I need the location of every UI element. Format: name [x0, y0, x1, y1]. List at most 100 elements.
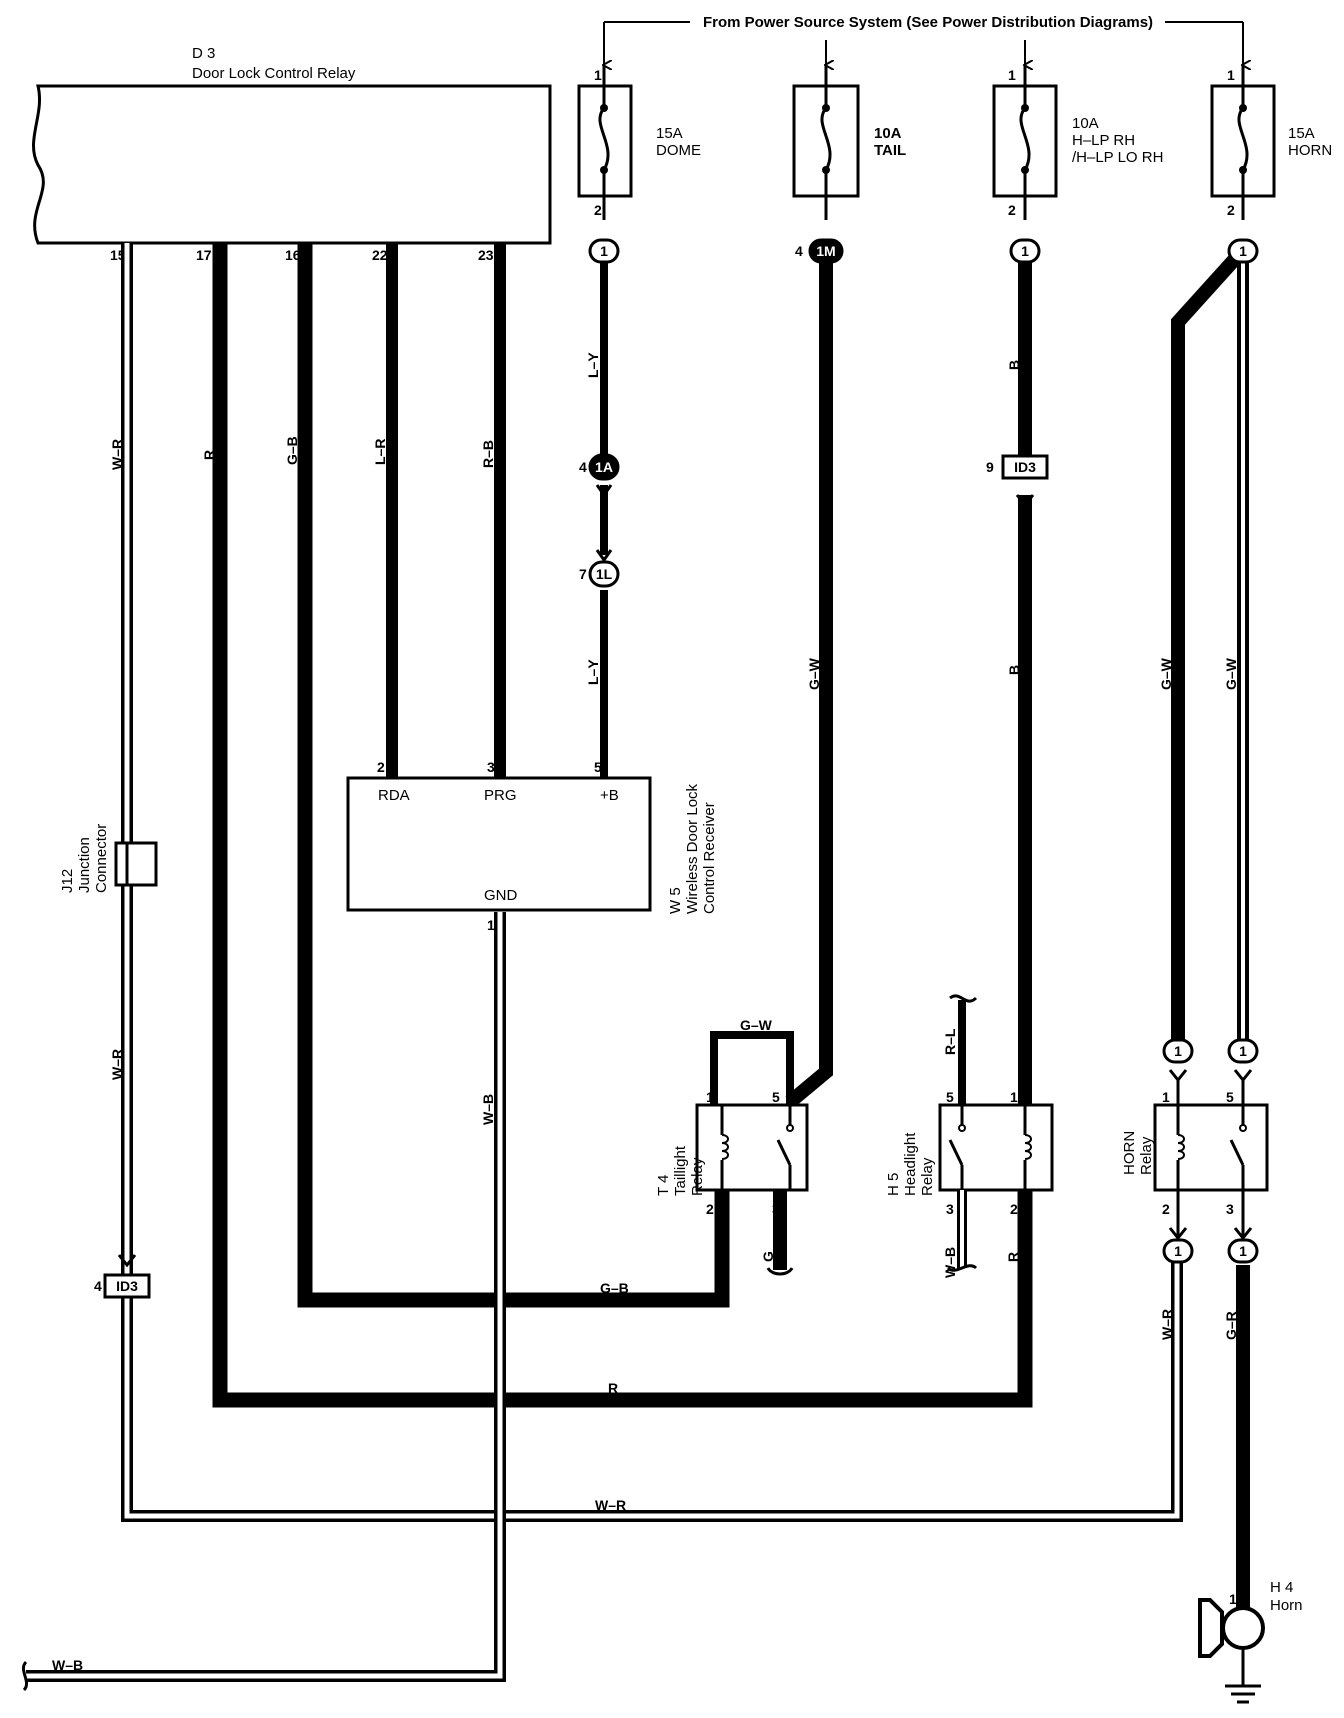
svg-text:4: 4 — [579, 459, 587, 475]
svg-text:W–R: W–R — [109, 1049, 125, 1080]
power-source-header: From Power Source System (See Power Dist… — [604, 14, 1243, 65]
svg-text:R: R — [608, 1380, 618, 1396]
receiver-name1: Wireless Door Lock — [684, 783, 701, 914]
svg-text:1: 1 — [1021, 243, 1029, 259]
svg-text:1M: 1M — [816, 243, 835, 259]
receiver-pin-rda: 2 — [377, 759, 385, 775]
svg-text:5: 5 — [946, 1089, 954, 1105]
wire-w-r-left — [121, 243, 1183, 1522]
svg-text:1: 1 — [1010, 1089, 1018, 1105]
svg-text:ID3: ID3 — [1014, 459, 1036, 475]
svg-text:4: 4 — [795, 243, 803, 259]
fuse-hlp-name2: /H–LP LO RH — [1072, 149, 1163, 166]
svg-text:9: 9 — [986, 459, 994, 475]
fuse-hlp-amp: 10A — [1072, 115, 1099, 132]
receiver-gnd: GND — [484, 887, 518, 904]
wire-labels: W–R W–R R G–B L–R R–B L–Y L–Y G–W B B G–… — [52, 352, 1239, 1673]
header-text: From Power Source System (See Power Dist… — [703, 14, 1153, 31]
svg-text:L–Y: L–Y — [585, 352, 601, 378]
svg-text:5: 5 — [772, 1089, 780, 1105]
receiver-pin-prg: 3 — [487, 759, 495, 775]
svg-text:G–R: G–R — [1223, 1311, 1239, 1340]
fuse-dome-amp: 15A — [656, 125, 683, 142]
svg-text:3: 3 — [946, 1201, 954, 1217]
connector-hlp-top: 1 — [1009, 238, 1041, 264]
relay-d3-name: Door Lock Control Relay — [192, 65, 356, 82]
svg-text:1: 1 — [1239, 1243, 1247, 1259]
fuse-hlp-pin-out: 2 — [1008, 202, 1016, 218]
svg-text:1L: 1L — [596, 566, 613, 582]
svg-text:2: 2 — [706, 1201, 714, 1217]
fuse-tail-amp: 10A — [874, 125, 902, 142]
svg-text:ID3: ID3 — [116, 1278, 138, 1294]
relay-d3-pin-16: 16 — [285, 247, 301, 263]
svg-text:1: 1 — [600, 243, 608, 259]
horn-relay-name2: Relay — [1138, 1136, 1155, 1175]
fuse-horn: 1 2 15A HORN — [1210, 65, 1332, 220]
fuse-headlight: 1 2 10A H–LP RH /H–LP LO RH — [992, 65, 1163, 220]
fuse-dome-pin-out: 2 — [594, 202, 602, 218]
svg-text:1: 1 — [1229, 1591, 1237, 1607]
receiver-rda: RDA — [378, 787, 410, 804]
horn-id: H 4 — [1270, 1579, 1293, 1596]
relay-d3-id: D 3 — [192, 45, 215, 62]
fuse-horn-pin-in: 1 — [1227, 67, 1235, 83]
horn-name: Horn — [1270, 1597, 1303, 1614]
fuse-tail: 10A TAIL — [792, 65, 906, 220]
svg-text:G–W: G–W — [740, 1017, 773, 1033]
connector-hlp-id3: ID3 9 — [986, 454, 1049, 480]
svg-text:R–B: R–B — [480, 440, 496, 468]
svg-text:1: 1 — [1239, 243, 1247, 259]
fuse-hlp-name: H–LP RH — [1072, 132, 1135, 149]
svg-text:1: 1 — [1162, 1089, 1170, 1105]
wire-g-w-tail — [785, 250, 833, 1108]
svg-text:W–R: W–R — [1159, 1309, 1175, 1340]
svg-text:1: 1 — [1239, 1043, 1247, 1059]
svg-text:G–W: G–W — [1223, 657, 1239, 690]
fuse-hlp-pin-in: 1 — [1008, 67, 1016, 83]
svg-text:2: 2 — [1162, 1201, 1170, 1217]
wire-w-b — [21, 912, 506, 1692]
svg-text:3: 3 — [1226, 1201, 1234, 1217]
wire-g-b — [297, 243, 730, 1308]
junction-name1: Junction — [76, 837, 93, 893]
head-relay-id: H 5 — [885, 1173, 902, 1196]
receiver-id: W 5 — [667, 887, 684, 914]
receiver-pin-b: 5 — [594, 759, 602, 775]
svg-text:L–R: L–R — [372, 439, 388, 465]
junction-id: J12 — [59, 869, 76, 893]
wire-g-w-horn — [1171, 245, 1249, 1040]
svg-text:G–W: G–W — [1158, 657, 1174, 690]
svg-text:R–L: R–L — [942, 1028, 958, 1055]
wire-b — [1015, 250, 1035, 1105]
svg-text:4: 4 — [94, 1278, 102, 1294]
svg-text:R: R — [201, 450, 217, 460]
wire-l-y — [595, 250, 613, 778]
svg-text:5: 5 — [1226, 1089, 1234, 1105]
horn: 1 H 4 Horn — [1198, 1579, 1303, 1704]
fuse-dome-name: DOME — [656, 142, 701, 159]
svg-text:R: R — [1005, 1252, 1021, 1262]
svg-text:B: B — [1006, 665, 1022, 675]
relay-d3-pin-22: 22 — [372, 247, 388, 263]
receiver-pin-gnd: 1 — [487, 917, 495, 933]
svg-text:W–R: W–R — [109, 439, 125, 470]
junction-connector: J12 Junction Connector — [59, 824, 158, 893]
horn-relay-name1: HORN — [1121, 1131, 1138, 1175]
taillight-relay: 1 5 2 3 T 4 Taillight Relay — [655, 1031, 809, 1276]
fuse-dome-pin-in: 1 — [594, 67, 602, 83]
svg-text:1: 1 — [1174, 1043, 1182, 1059]
connector-dome-top: 1 — [588, 238, 620, 264]
svg-text:3: 3 — [772, 1201, 780, 1217]
connector-left-id3: ID3 4 — [94, 1254, 151, 1299]
horn-relay: 1 1 1 1 1 5 2 3 HORN Relay — [1121, 1038, 1269, 1264]
head-relay-name1: Headlight — [902, 1132, 919, 1196]
relay-d3-pin-17: 17 — [196, 247, 212, 263]
svg-text:2: 2 — [1010, 1201, 1018, 1217]
connector-dome-1a: 1A 4 — [579, 453, 620, 481]
connector-dome-1l: 1L 7 — [579, 560, 620, 588]
svg-text:7: 7 — [579, 566, 587, 582]
svg-text:W–B: W–B — [52, 1657, 83, 1673]
fuse-horn-name: HORN — [1288, 142, 1332, 159]
